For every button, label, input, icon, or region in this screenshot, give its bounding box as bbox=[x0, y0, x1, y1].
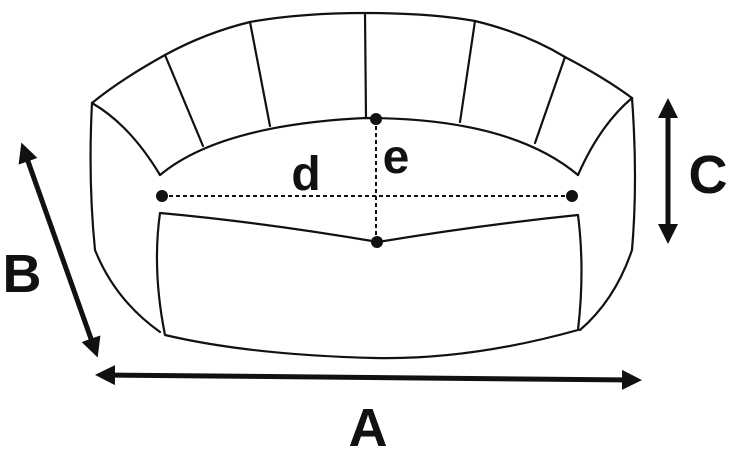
right-outer-side bbox=[578, 96, 637, 332]
back-rim-top bbox=[90, 11, 634, 105]
label-d: d bbox=[291, 148, 320, 201]
left-inner-rim bbox=[90, 101, 162, 177]
arrow-B bbox=[18, 142, 101, 358]
point-e-bottom bbox=[371, 236, 383, 248]
label-C: C bbox=[689, 145, 728, 205]
label-B: B bbox=[3, 244, 42, 304]
point-d-left bbox=[156, 190, 168, 202]
label-e: e bbox=[383, 131, 410, 184]
label-A: A bbox=[349, 398, 388, 458]
panel-seam-1 bbox=[163, 53, 205, 148]
inner-opening bbox=[158, 116, 580, 177]
panel-seam-4 bbox=[458, 19, 477, 124]
point-d-right bbox=[566, 190, 578, 202]
front-cushion bbox=[155, 211, 583, 360]
bed-outline bbox=[89, 11, 637, 360]
left-outer-side bbox=[89, 101, 162, 334]
inner-measurements bbox=[156, 113, 578, 248]
panel-seam-3 bbox=[363, 11, 368, 120]
arrow-A bbox=[95, 365, 642, 390]
panel-seam-5 bbox=[533, 55, 567, 145]
point-e-top bbox=[370, 113, 382, 125]
panel-seam-2 bbox=[248, 20, 272, 128]
right-inner-rim bbox=[576, 96, 634, 177]
